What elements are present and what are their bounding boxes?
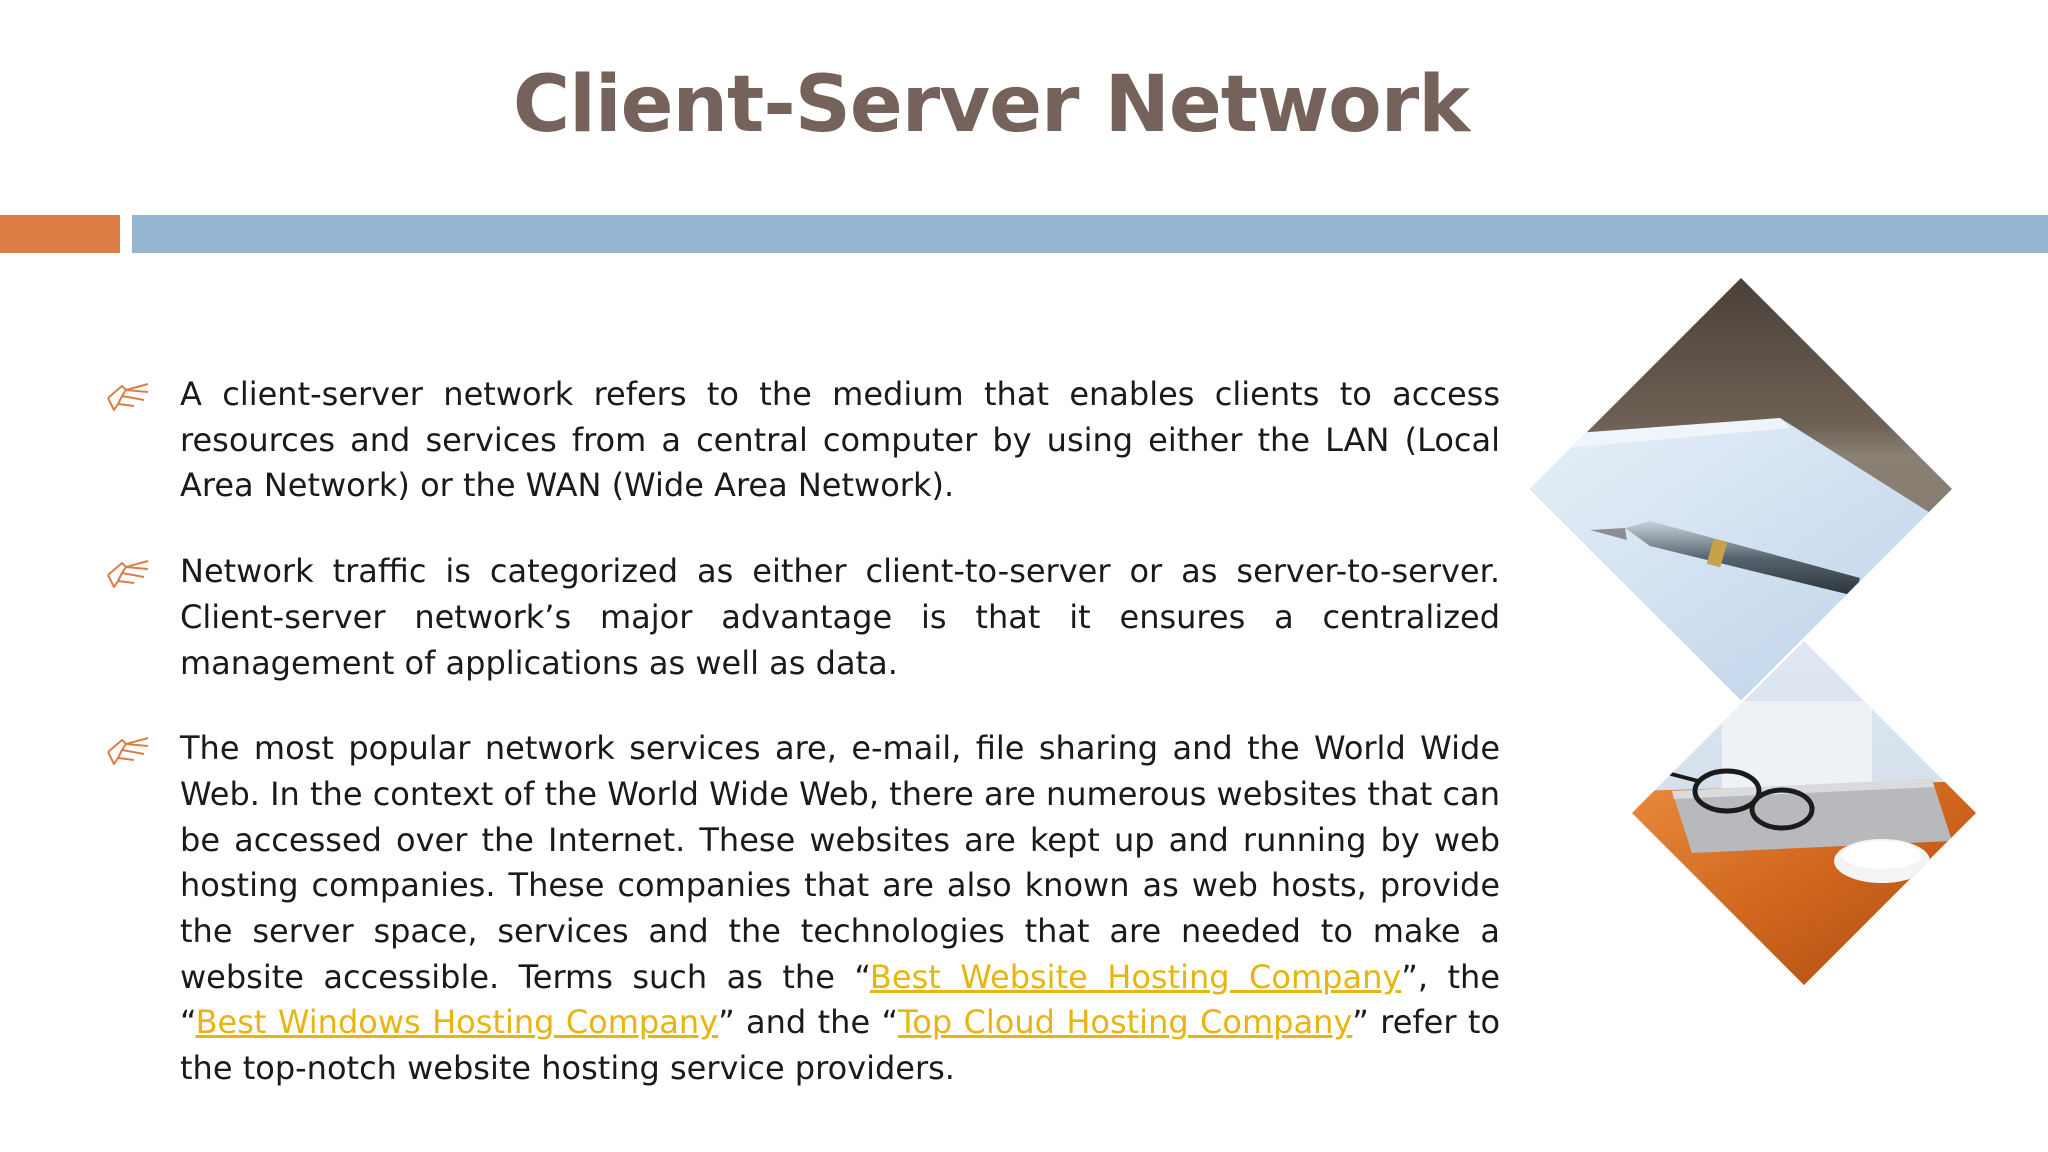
bullet-item: The most popular network services are, e…	[100, 726, 1500, 1092]
slide-title: Client-Server Network	[512, 60, 1470, 150]
bullet-text-part: The most popular network services are, e…	[180, 729, 1500, 996]
photo-pen-on-paper	[1530, 278, 1952, 700]
pointing-hand-icon	[107, 560, 149, 589]
bullet-text: A client-server network refers to the me…	[180, 375, 1500, 505]
bullet-item: Network traffic is categorized as either…	[100, 549, 1500, 686]
bullet-text: The most popular network services are, e…	[180, 726, 1500, 1092]
photo-glasses-on-desk	[1632, 641, 1976, 985]
accent-bar-orange	[0, 215, 120, 253]
pointing-hand-icon	[107, 737, 149, 766]
accent-bar-blue	[132, 215, 2048, 253]
bullet-text-part: ” and the “	[718, 1003, 899, 1042]
bullet-item: A client-server network refers to the me…	[100, 372, 1500, 509]
link-best-windows-hosting[interactable]: Best Windows Hosting Company	[195, 1003, 719, 1042]
bullet-text-part: ”, the “	[180, 957, 1500, 1042]
pointing-hand-icon	[107, 383, 149, 411]
bullet-list: A client-server network refers to the me…	[100, 372, 1500, 1132]
bullet-text: Network traffic is categorized as either…	[180, 552, 1500, 682]
link-best-website-hosting[interactable]: Best Website Hosting Company	[869, 957, 1402, 996]
bullet-text-part: ” refer to the top-notch website hosting…	[180, 1003, 1501, 1088]
link-top-cloud-hosting[interactable]: Top Cloud Hosting Company	[898, 1003, 1353, 1042]
